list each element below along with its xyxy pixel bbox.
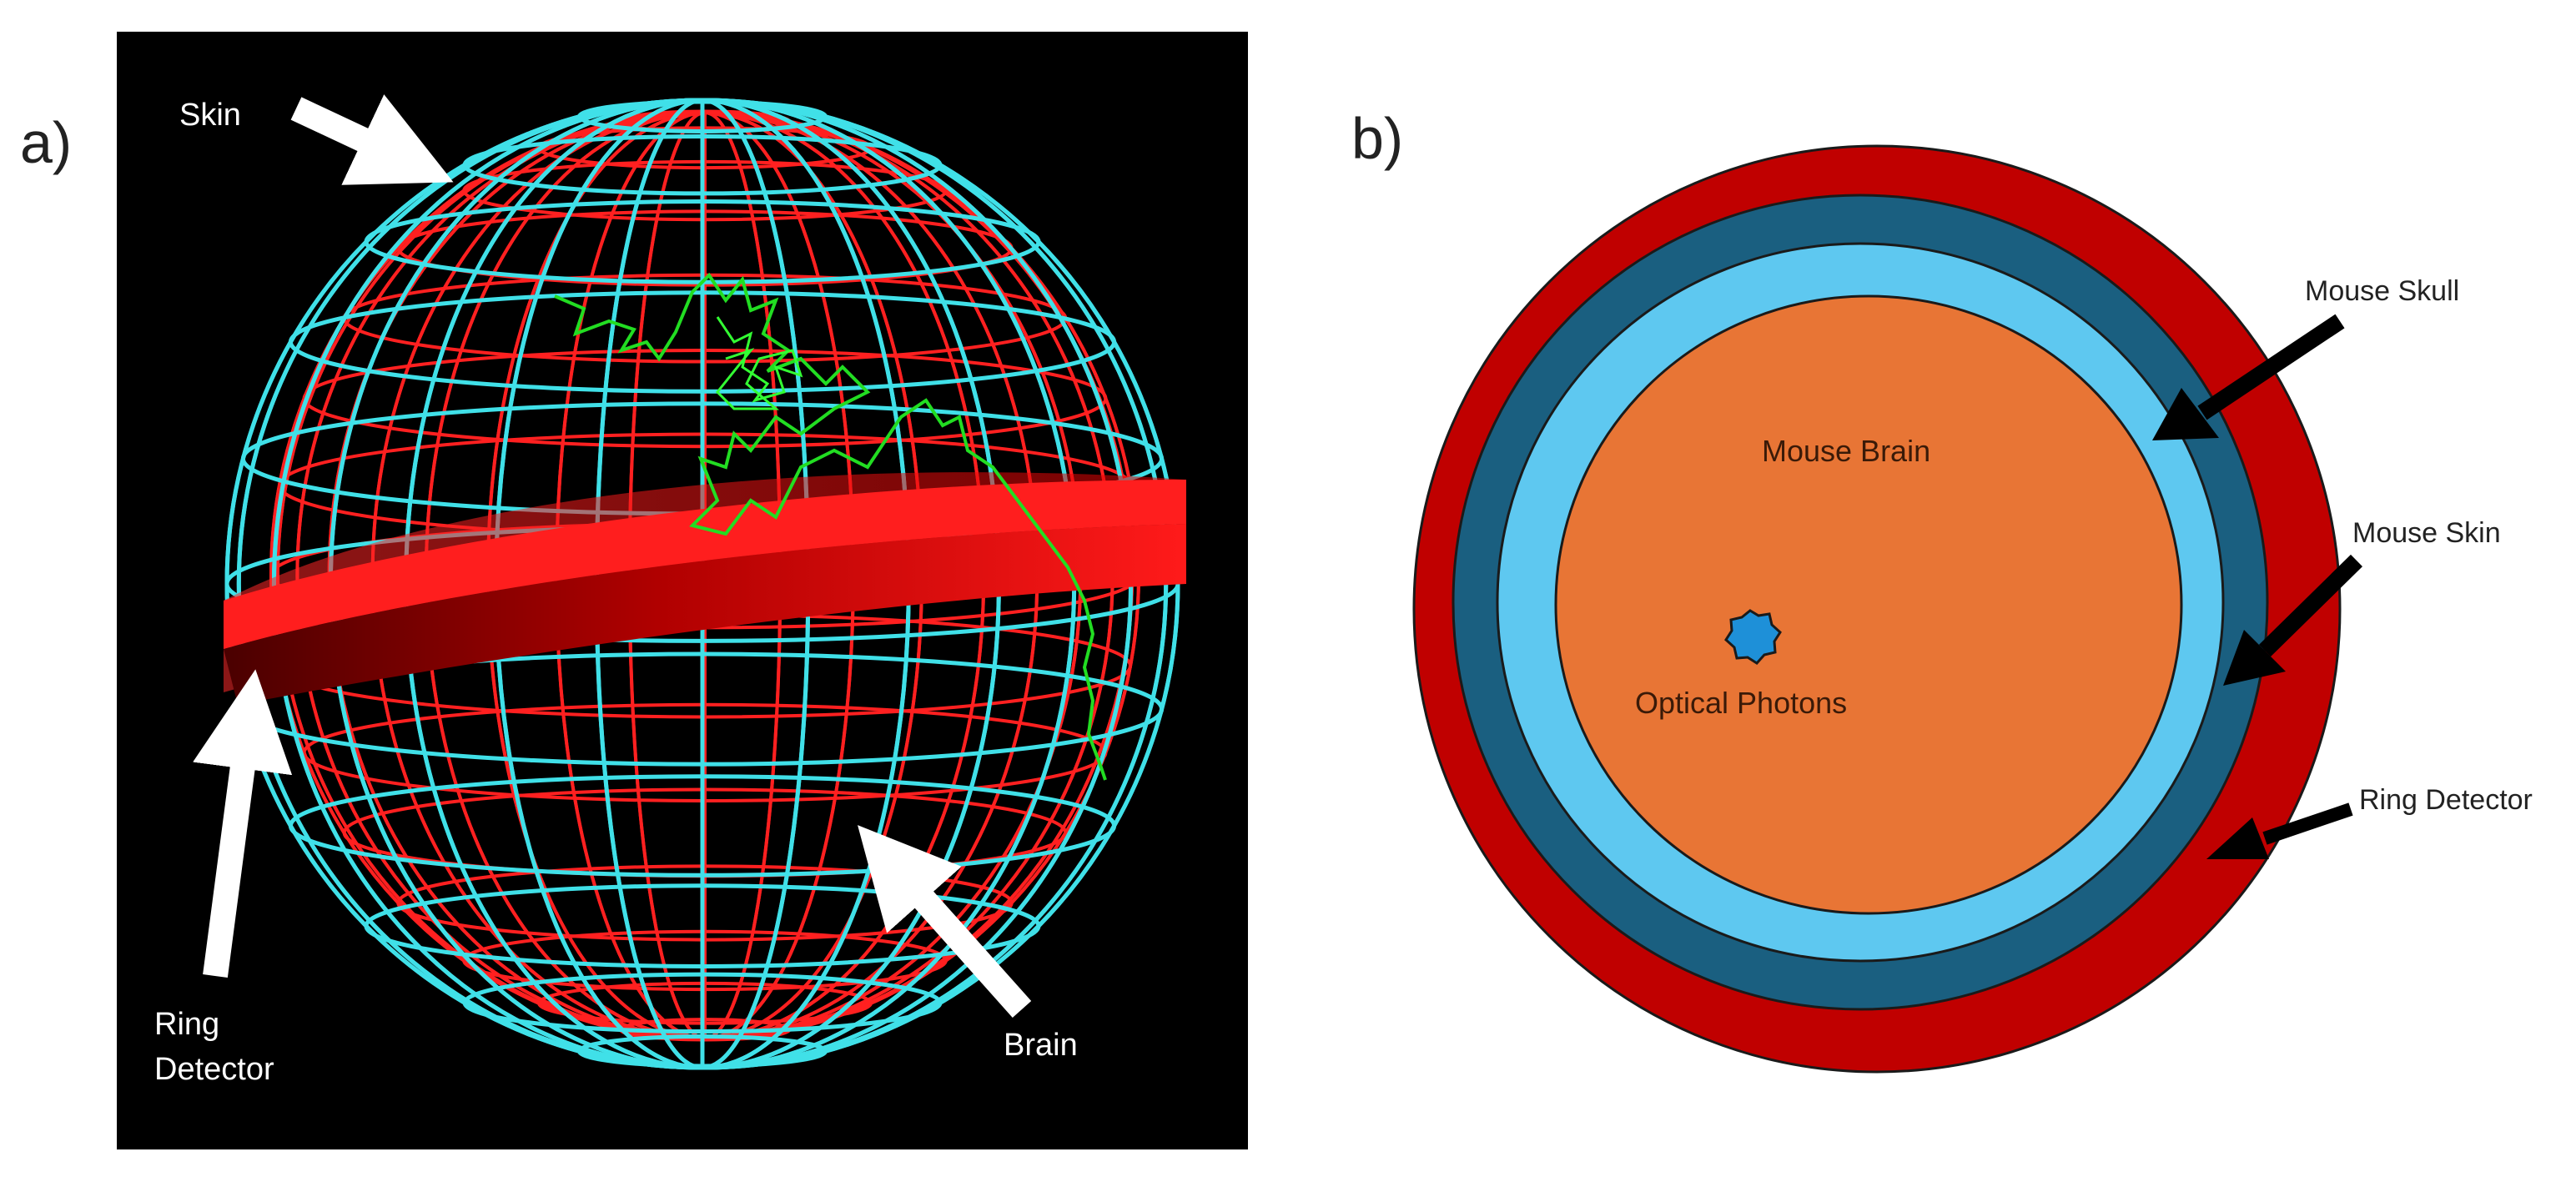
mouse-skin-arrow: [2223, 554, 2363, 686]
skin-arrow: [290, 94, 454, 185]
panel-a-letter: a): [20, 110, 72, 175]
concentric-layers-diagram: [1412, 144, 2342, 1074]
mouse-brain-layer: [1554, 294, 2183, 915]
skin-label: Skin: [179, 98, 241, 133]
mouse-brain-label: Mouse Brain: [1762, 434, 1930, 468]
mouse-skin-label: Mouse Skin: [2352, 517, 2501, 549]
mouse-skull-arrow: [2152, 314, 2345, 440]
panel-a: a) Skin Ring Detector Brain: [20, 32, 1248, 1149]
optical-photon-cluster: [715, 316, 803, 410]
optical-photon-source: [1724, 609, 1782, 665]
brain-label: Brain: [1004, 1028, 1078, 1063]
annotation-arrows-a: [193, 94, 1032, 1018]
panel-b-letter: b): [1351, 106, 1403, 171]
ring-detector-band: [224, 472, 1186, 705]
optical-photons-label: Optical Photons: [1635, 686, 1847, 720]
brain-arrow: [858, 825, 1032, 1018]
optical-photon-track: [554, 272, 1107, 781]
ring-detector-arrow: [193, 669, 293, 978]
ring-detector-label-b: Ring Detector: [2359, 784, 2533, 816]
ring-detector-label-line2: Detector: [154, 1052, 274, 1087]
annotation-arrows-b: [2152, 314, 2363, 859]
ring-detector-label-line1: Ring: [154, 1007, 219, 1042]
ring-detector-arrow-b: [2206, 802, 2353, 859]
geant4-sphere-render: [224, 98, 1186, 1070]
mouse-skull-label: Mouse Skull: [2305, 275, 2459, 307]
panel-b: b) Mouse Skull Mouse Skin Rin: [1351, 106, 2533, 1074]
